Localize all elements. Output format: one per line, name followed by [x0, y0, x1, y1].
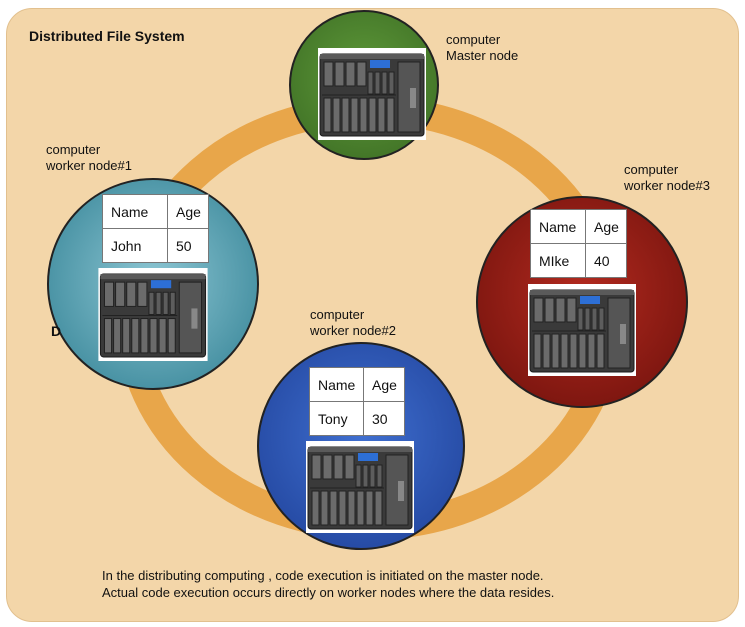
- caption: In the distributing computing , code exe…: [102, 567, 554, 601]
- worker-3-server-icon: [528, 284, 636, 376]
- worker-1-data-table: Name Age John 50: [102, 194, 209, 263]
- clipped-letter: D: [51, 323, 62, 339]
- diagram-title: Distributed File System: [29, 28, 185, 44]
- table-cell-age: 30: [363, 401, 405, 436]
- worker-2-label-line2: worker node#2: [310, 323, 396, 338]
- worker-2-server-icon: [306, 441, 414, 533]
- worker-1-label: computer worker node#1: [46, 142, 132, 174]
- caption-line-1: In the distributing computing , code exe…: [102, 568, 544, 583]
- master-label-line1: computer: [446, 32, 501, 47]
- worker-2-label: computer worker node#2: [310, 307, 396, 339]
- table-cell-age: 40: [585, 243, 627, 278]
- worker-3-label-line2: worker node#3: [624, 178, 710, 193]
- worker-3-data-table: Name Age MIke 40: [530, 209, 627, 278]
- table-header-age: Age: [585, 209, 627, 244]
- worker-2-label-line1: computer: [310, 307, 365, 322]
- table-header-age: Age: [363, 367, 405, 402]
- master-node-label: computer Master node: [446, 32, 518, 64]
- worker-1-server-icon: [98, 268, 208, 361]
- worker-3-label: computer worker node#3: [624, 162, 710, 194]
- table-cell-name: MIke: [530, 243, 586, 278]
- worker-1-label-line2: worker node#1: [46, 158, 132, 173]
- table-cell-name: John: [102, 228, 168, 263]
- table-header-name: Name: [530, 209, 586, 244]
- worker-3-label-line1: computer: [624, 162, 679, 177]
- table-cell-age: 50: [167, 228, 209, 263]
- worker-1-label-line1: computer: [46, 142, 101, 157]
- table-header-name: Name: [309, 367, 364, 402]
- worker-2-data-table: Name Age Tony 30: [309, 367, 405, 436]
- table-header-age: Age: [167, 194, 209, 229]
- table-header-name: Name: [102, 194, 168, 229]
- caption-line-2: Actual code execution occurs directly on…: [102, 585, 555, 600]
- master-server-icon: [318, 48, 426, 140]
- table-cell-name: Tony: [309, 401, 364, 436]
- master-label-line2: Master node: [446, 48, 519, 63]
